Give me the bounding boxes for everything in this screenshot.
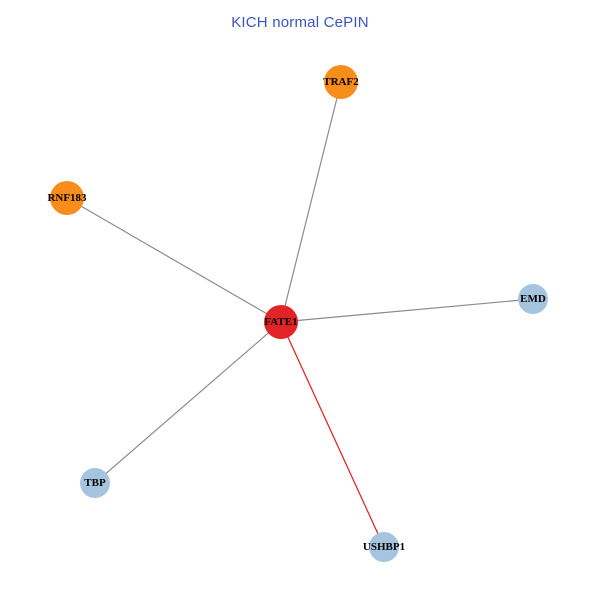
network-edge-FATE1-RNF183 bbox=[66, 197, 282, 323]
network-edge-FATE1-TRAF2 bbox=[280, 81, 342, 323]
network-node-USHBP1[interactable] bbox=[369, 532, 399, 562]
network-edge-FATE1-TBP bbox=[94, 321, 282, 484]
network-node-TRAF2[interactable] bbox=[324, 65, 358, 99]
network-node-EMD[interactable] bbox=[518, 284, 548, 314]
network-node-FATE1[interactable] bbox=[264, 305, 298, 339]
network-edge-FATE1-EMD bbox=[280, 298, 534, 323]
network-edge-FATE1-USHBP1 bbox=[280, 321, 385, 548]
network-node-TBP[interactable] bbox=[80, 468, 110, 498]
network-node-RNF183[interactable] bbox=[50, 181, 84, 215]
chart-title: KICH normal CePIN bbox=[231, 14, 369, 31]
